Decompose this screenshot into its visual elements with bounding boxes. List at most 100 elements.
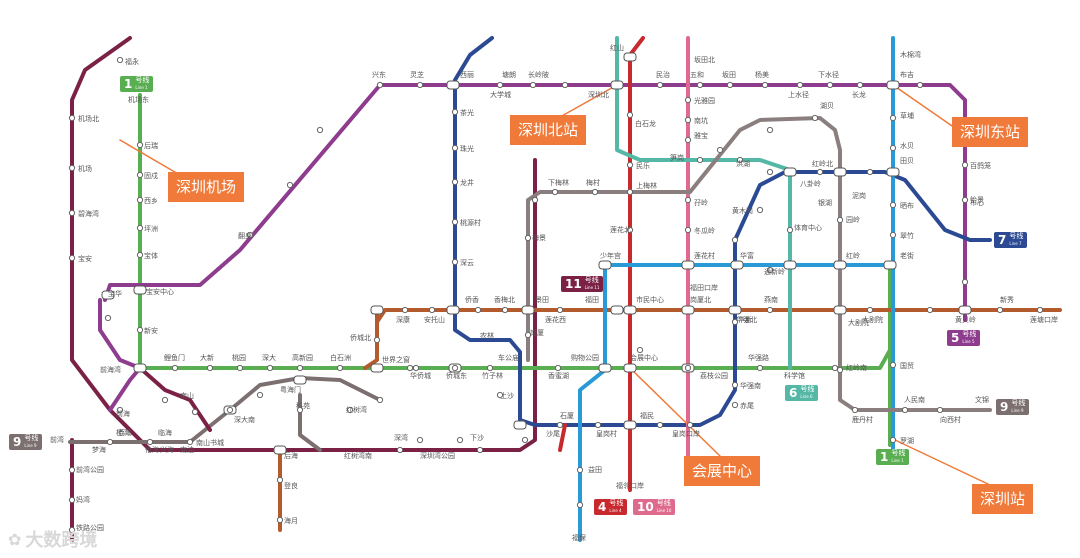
station-label-s67[interactable]: 莲塘口岸 bbox=[1030, 315, 1058, 324]
station-dot-57[interactable] bbox=[626, 111, 634, 119]
station-dot-25[interactable] bbox=[376, 81, 384, 89]
station-label-s51[interactable]: 珠光 bbox=[460, 144, 474, 153]
station-label-s16[interactable]: 鲤鱼门 bbox=[164, 353, 185, 362]
station-label-s41[interactable]: 深圳北 bbox=[588, 90, 609, 99]
station-dot-48[interactable] bbox=[474, 306, 482, 314]
station-label-s82[interactable]: 民乐 bbox=[636, 161, 650, 170]
station-label-s116[interactable]: 国贸 bbox=[900, 361, 914, 370]
station-dot-94[interactable] bbox=[816, 168, 824, 176]
station-dot-126[interactable] bbox=[496, 391, 504, 399]
station-dot-113[interactable] bbox=[556, 421, 564, 429]
station-dot-103[interactable] bbox=[68, 496, 76, 504]
station-label-s61[interactable]: 岗厦北 bbox=[690, 296, 711, 304]
station-label-s107[interactable]: 红岭北 bbox=[812, 159, 833, 168]
station-dot-119[interactable] bbox=[226, 406, 234, 414]
interchange-station-30[interactable] bbox=[958, 305, 972, 315]
station-dot-23[interactable] bbox=[756, 364, 764, 372]
station-dot-78[interactable] bbox=[901, 406, 909, 414]
station-dot-20[interactable] bbox=[486, 364, 494, 372]
station-dot-58[interactable] bbox=[626, 161, 634, 169]
interchange-station-25[interactable] bbox=[598, 363, 612, 373]
station-label-s4[interactable]: 碧海湾 bbox=[78, 209, 99, 218]
station-dot-43[interactable] bbox=[316, 126, 324, 134]
station-label-s152[interactable]: 临海 bbox=[158, 428, 172, 437]
station-dot-22[interactable] bbox=[684, 364, 692, 372]
station-dot-124[interactable] bbox=[376, 396, 384, 404]
station-dot-59[interactable] bbox=[626, 188, 634, 196]
station-label-s11[interactable]: 宝体 bbox=[144, 251, 158, 260]
station-label-s135[interactable]: 深大南 bbox=[234, 415, 255, 424]
station-label-s6[interactable]: 机场东 bbox=[128, 95, 149, 104]
station-label-s52[interactable]: 龙井 bbox=[460, 178, 474, 187]
station-dot-101[interactable] bbox=[106, 438, 114, 446]
station-label-s8[interactable]: 固戍 bbox=[144, 171, 158, 180]
station-label-s133[interactable]: 南油 bbox=[180, 445, 194, 454]
station-label-s69[interactable]: 安托山 bbox=[424, 315, 445, 324]
station-label-s70[interactable]: 农林 bbox=[480, 331, 494, 340]
station-label-s115[interactable]: 罗湖 bbox=[900, 436, 914, 445]
station-dot-87[interactable] bbox=[961, 196, 969, 204]
station-label-s95[interactable]: 莲花村 bbox=[694, 251, 715, 260]
station-label-s13[interactable]: 新安 bbox=[144, 326, 158, 335]
station-dot-16[interactable] bbox=[296, 364, 304, 372]
station-dot-37[interactable] bbox=[916, 81, 924, 89]
interchange-station-8[interactable] bbox=[681, 260, 695, 270]
interchange-station-18[interactable] bbox=[521, 305, 535, 315]
interchange-station-13[interactable] bbox=[883, 260, 897, 270]
station-label-s84[interactable]: 莲花北 bbox=[610, 225, 631, 234]
station-label-s90[interactable]: 光雅园 bbox=[694, 96, 715, 105]
station-label-s121[interactable]: 水贝 bbox=[900, 141, 914, 150]
station-dot-51[interactable] bbox=[766, 306, 774, 314]
station-label-s62[interactable]: 华新 bbox=[738, 315, 752, 324]
station-label-s72[interactable]: 沙尾 bbox=[546, 430, 560, 438]
station-label-s149[interactable]: 前湾公园 bbox=[76, 465, 104, 474]
station-label-s60[interactable]: 市民中心 bbox=[636, 295, 664, 304]
station-dot-60[interactable] bbox=[626, 226, 634, 234]
station-label-s27[interactable]: 香蜜湖 bbox=[548, 371, 569, 380]
station-label-s128[interactable]: 赤尾 bbox=[740, 402, 754, 410]
station-label-s15[interactable]: 前海湾 bbox=[100, 365, 121, 374]
station-dot-24[interactable] bbox=[831, 364, 839, 372]
station-dot-35[interactable] bbox=[826, 81, 834, 89]
station-label-s63[interactable]: 燕南 bbox=[764, 295, 778, 304]
station-dot-89[interactable] bbox=[551, 188, 559, 196]
station-dot-8[interactable] bbox=[136, 224, 144, 232]
station-label-s118[interactable]: 大剧院 bbox=[848, 318, 869, 327]
station-label-s87[interactable]: 梅村 bbox=[586, 178, 600, 187]
station-dot-118[interactable] bbox=[276, 516, 284, 524]
station-label-s46[interactable]: 上水径 bbox=[788, 90, 809, 99]
station-dot-76[interactable] bbox=[836, 366, 844, 374]
station-label-s32[interactable]: 科学馆 bbox=[784, 371, 805, 380]
station-dot-88[interactable] bbox=[961, 278, 969, 286]
station-dot-112[interactable] bbox=[576, 501, 584, 509]
station-label-s108[interactable]: 园岭 bbox=[846, 215, 860, 224]
station-dot-117[interactable] bbox=[276, 476, 284, 484]
station-label-s81[interactable]: 白石龙 bbox=[635, 119, 656, 128]
station-label-s131[interactable]: 前海 bbox=[116, 409, 130, 418]
station-label-s89[interactable]: 坂田北 bbox=[694, 55, 715, 64]
station-dot-32[interactable] bbox=[726, 81, 734, 89]
interchange-station-22[interactable] bbox=[273, 445, 287, 455]
station-dot-54[interactable] bbox=[996, 306, 1004, 314]
station-dot-38[interactable] bbox=[451, 108, 459, 116]
station-dot-77[interactable] bbox=[851, 406, 859, 414]
callout-convention-center[interactable]: 会展中心 bbox=[684, 456, 761, 486]
interchange-station-12[interactable] bbox=[833, 260, 847, 270]
station-label-s114[interactable]: 文锦 bbox=[975, 395, 989, 404]
station-dot-39[interactable] bbox=[451, 144, 459, 152]
station-label-s92[interactable]: 雅宝 bbox=[694, 131, 708, 140]
interchange-station-2[interactable] bbox=[610, 80, 624, 90]
station-dot-70[interactable] bbox=[756, 206, 764, 214]
interchange-station-5[interactable] bbox=[623, 363, 637, 373]
station-dot-12[interactable] bbox=[171, 364, 179, 372]
station-label-s123[interactable]: 木棉湾 bbox=[900, 50, 921, 59]
station-label-s18[interactable]: 桃园 bbox=[232, 353, 246, 362]
station-dot-26[interactable] bbox=[416, 81, 424, 89]
station-label-s150[interactable]: 妈湾 bbox=[76, 495, 90, 504]
station-dot-121[interactable] bbox=[161, 396, 169, 404]
station-label-s40[interactable]: 长岭陂 bbox=[528, 70, 549, 79]
station-dot-110[interactable] bbox=[476, 446, 484, 454]
station-label-s49[interactable]: 布吉 bbox=[900, 70, 914, 79]
station-dot-1[interactable] bbox=[68, 114, 76, 122]
station-label-s141[interactable]: 海月 bbox=[284, 516, 298, 525]
